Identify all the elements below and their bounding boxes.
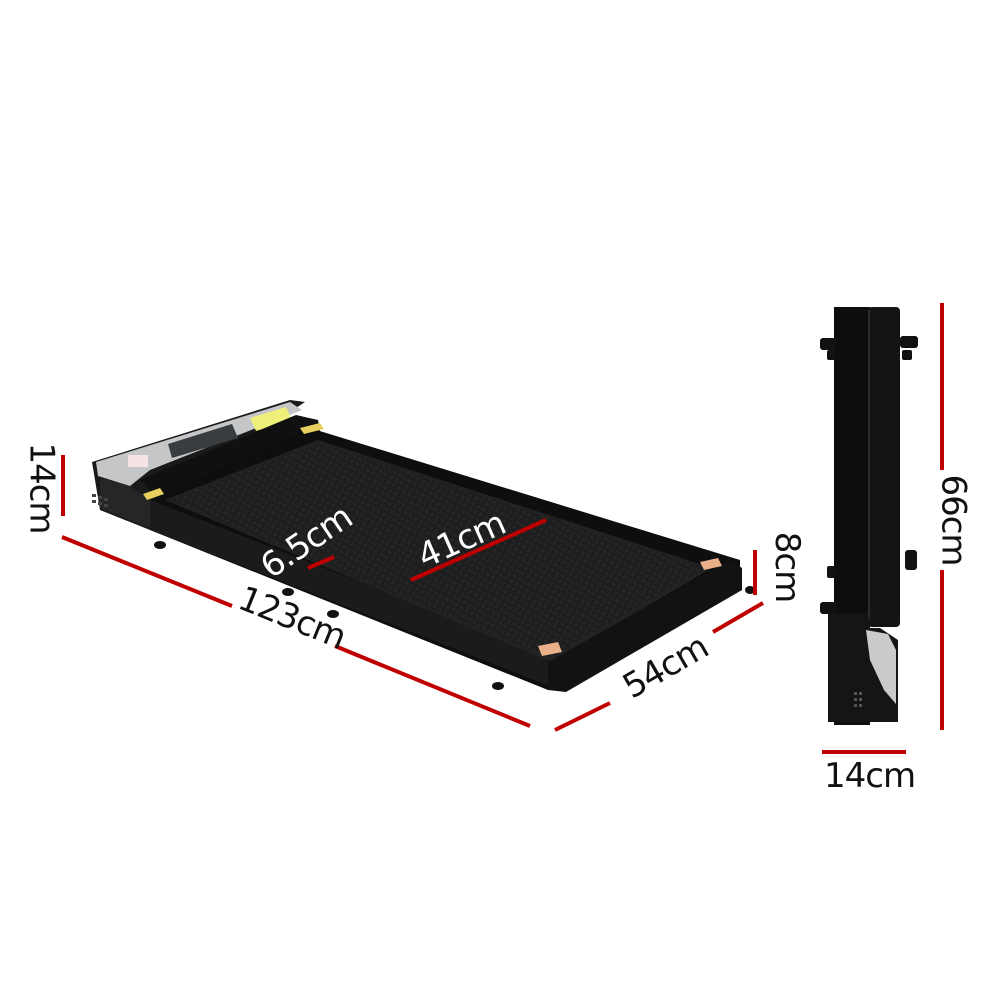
label-folded-height-66cm: 66cm — [933, 474, 974, 566]
folded-dimension-lines — [822, 303, 944, 754]
label-end-height-8cm: 8cm — [767, 531, 808, 603]
label-folded-depth-14cm: 14cm — [824, 756, 916, 796]
label-height-14cm: 14cm — [21, 442, 62, 534]
treadmill-folded-view — [820, 303, 944, 754]
treadmill-main-view — [61, 400, 765, 732]
dimension-lines — [61, 455, 765, 732]
